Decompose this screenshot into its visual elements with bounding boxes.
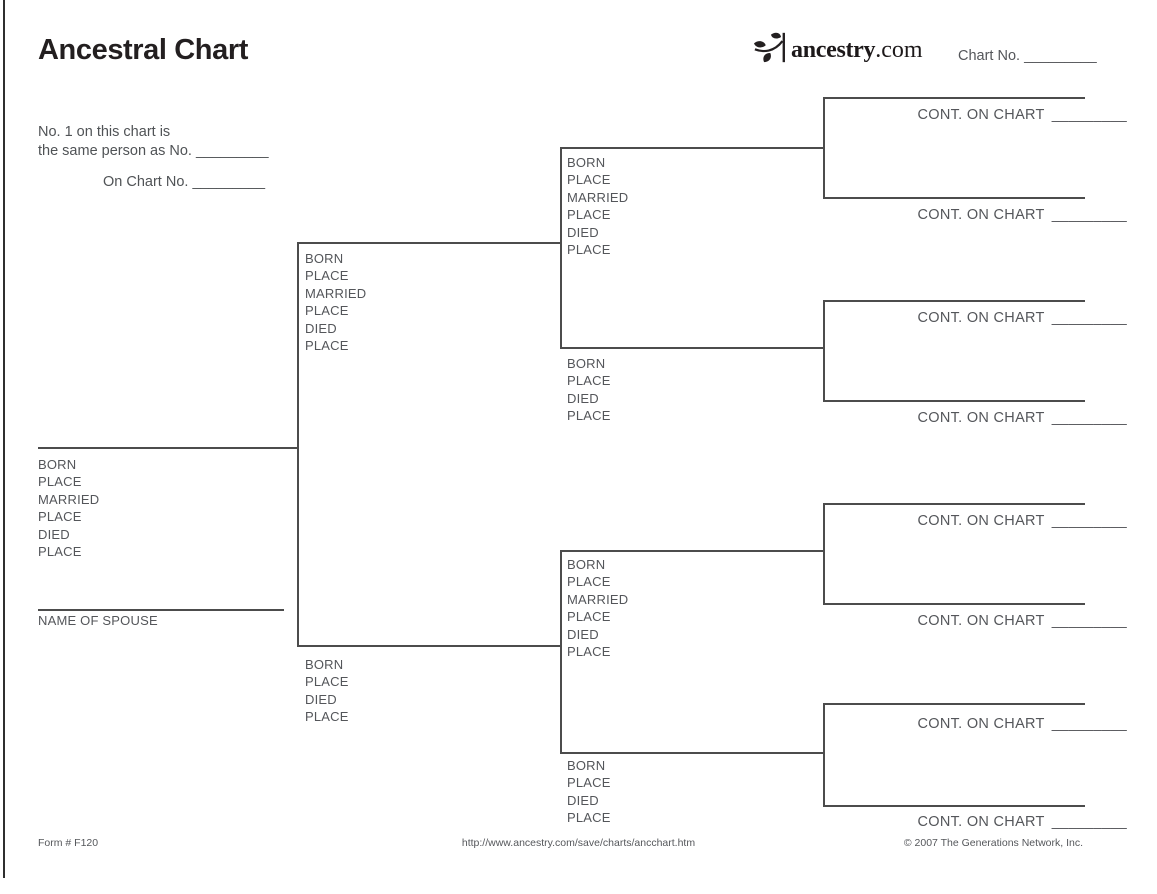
field-label: PLACE [567,242,611,258]
field-label: DIED [567,390,599,406]
cont-on-chart-row-8: CONT. ON CHART_________ [917,814,1127,830]
field-label: PLACE [305,303,349,319]
page-title: Ancestral Chart [38,34,248,66]
gen3-maternal-bracket-line [560,550,562,753]
gen2-father-name-line [297,242,561,244]
field-label: MARRIED [38,491,100,507]
gen3-paternal-grandfather-name-line [560,147,823,149]
gen3-maternal-grandfather-name-line [560,550,823,552]
field-label: DIED [567,224,599,240]
gen4-name-line-3 [823,300,1085,302]
field-label: PLACE [567,644,611,660]
gen4-name-line-5 [823,503,1085,505]
field-label: BORN [567,155,606,170]
field-label: MARRIED [567,189,629,205]
field-label: BORN [305,657,344,672]
leaf-branch-icon [752,31,789,69]
field-label: DIED [38,526,70,542]
cont-on-chart-row-2: CONT. ON CHART_________ [917,207,1127,223]
cont-blank-8: _________ [1051,814,1127,830]
cont-blank-3: _________ [1051,310,1127,326]
identity-note: No. 1 on this chart is the same person a… [38,123,269,161]
field-label: PLACE [567,775,611,791]
cont-blank-1: _________ [1051,107,1127,123]
field-label: BORN [567,356,606,371]
field-label: PLACE [305,709,349,725]
gen4-name-line-6 [823,603,1085,605]
field-label: BORN [567,557,606,572]
gen2-bracket-line [297,242,299,646]
gen3-maternal-grandmother-name-line [560,752,823,754]
cont-blank-2: _________ [1051,207,1127,223]
cont-on-chart-row-4: CONT. ON CHART_________ [917,410,1127,426]
on-chart-no-blank: _________ [192,174,266,190]
gen4-name-line-4 [823,400,1085,402]
gen2-mother-name-line [297,645,561,647]
field-label: BORN [567,758,606,773]
field-label: DIED [567,626,599,642]
gen4-bracket-line-3 [823,503,825,604]
field-label: DIED [305,320,337,336]
ancestry-logo: ancestry.com [752,31,923,69]
spouse-label: NAME OF SPOUSE [38,613,158,628]
field-label: PLACE [305,338,349,354]
field-label: PLACE [38,544,82,560]
cont-blank-6: _________ [1051,613,1127,629]
cont-on-chart-row-1: CONT. ON CHART_________ [917,107,1127,123]
field-label: PLACE [38,474,82,490]
gen4-name-line-7 [823,703,1085,705]
field-label: PLACE [567,810,611,826]
identity-note-line3: On Chart No. _________ [103,174,266,190]
spouse-name-line [38,609,284,611]
field-label: DIED [305,691,337,707]
form-number: Form # F120 [38,837,99,849]
cont-on-chart-row-7: CONT. ON CHART_________ [917,716,1127,732]
footer-copyright: © 2007 The Generations Network, Inc. [903,837,1083,849]
field-label: PLACE [567,574,611,590]
footer-url: http://www.ancestry.com/save/charts/ancc… [461,837,696,849]
field-label: MARRIED [567,591,629,607]
gen4-bracket-line-2 [823,300,825,401]
field-label: PLACE [38,509,82,525]
gen4-bracket-line-4 [823,703,825,806]
cont-on-chart-row-5: CONT. ON CHART_________ [917,513,1127,529]
gen4-name-line-8 [823,805,1085,807]
field-label: PLACE [305,268,349,284]
cont-on-chart-row-3: CONT. ON CHART_________ [917,310,1127,326]
gen3-paternal-bracket-line [560,147,562,348]
identity-note-line1: No. 1 on this chart is [38,124,171,140]
chart-no-field: Chart No. _________ [958,48,1097,64]
gen4-name-line-1 [823,97,1085,99]
cont-on-chart-row-6: CONT. ON CHART_________ [917,613,1127,629]
field-label: PLACE [567,408,611,424]
field-label: DIED [567,792,599,808]
cont-blank-5: _________ [1051,513,1127,529]
field-label: PLACE [305,674,349,690]
field-label: PLACE [567,609,611,625]
gen3-paternal-grandmother-name-line [560,347,823,349]
field-label: BORN [305,251,344,266]
same-person-blank: _________ [195,143,269,159]
gen4-name-line-2 [823,197,1085,199]
field-label: PLACE [567,172,611,188]
field-label: PLACE [567,373,611,389]
ancestry-wordmark: ancestry.com [791,36,923,63]
person1-name-line [38,447,298,449]
page-edge-line [3,0,5,878]
chart-no-blank: _________ [1024,48,1097,64]
cont-blank-4: _________ [1051,410,1127,426]
field-label: PLACE [567,207,611,223]
cont-blank-7: _________ [1051,716,1127,732]
gen4-bracket-line-1 [823,97,825,198]
field-label: MARRIED [305,285,367,301]
identity-note-line2: the same person as No. _________ [38,143,269,159]
field-label: BORN [38,457,77,472]
